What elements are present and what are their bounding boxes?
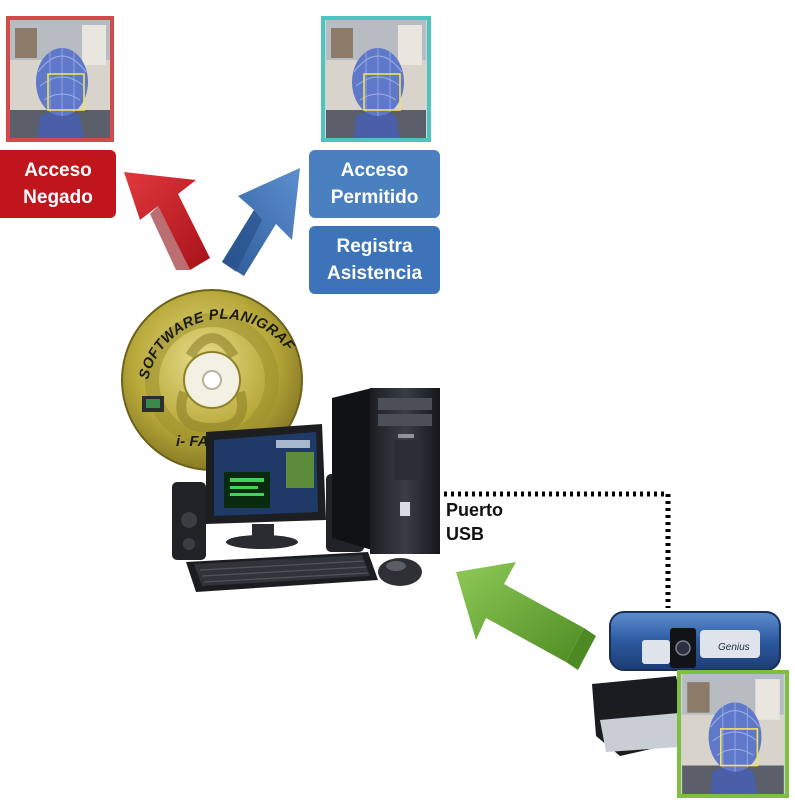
face-photo-webcam bbox=[677, 670, 789, 798]
access-denied-label: Acceso Negado bbox=[0, 150, 116, 218]
face-scan-icon bbox=[682, 674, 784, 794]
arrow-to-denied bbox=[124, 172, 210, 270]
webcam-icon: Genius bbox=[592, 611, 781, 756]
monitor-icon bbox=[206, 424, 326, 549]
face-photo-denied bbox=[6, 16, 114, 142]
access-denied-text: Acceso Negado bbox=[23, 160, 93, 208]
usb-port-label: Puerto USB bbox=[446, 498, 516, 546]
speaker-left-icon bbox=[172, 482, 206, 560]
keyboard-icon bbox=[186, 552, 378, 592]
face-scan-icon bbox=[326, 20, 426, 138]
attendance-label: Registra Asistencia bbox=[309, 226, 440, 294]
face-photo-granted bbox=[321, 16, 431, 142]
access-granted-text: Acceso Permitido bbox=[330, 160, 419, 208]
computer-tower-icon bbox=[332, 388, 440, 554]
usb-port-text: Puerto USB bbox=[446, 500, 504, 544]
face-scan-icon bbox=[10, 20, 110, 138]
attendance-text: Registra Asistencia bbox=[326, 236, 423, 284]
access-granted-label: Acceso Permitido bbox=[309, 150, 440, 218]
usb-connection-line bbox=[444, 491, 671, 608]
mouse-icon bbox=[378, 558, 422, 586]
arrow-to-granted bbox=[222, 168, 300, 276]
arrow-webcam-to-computer bbox=[456, 562, 596, 670]
webcam-brand-text: Genius bbox=[718, 642, 750, 653]
